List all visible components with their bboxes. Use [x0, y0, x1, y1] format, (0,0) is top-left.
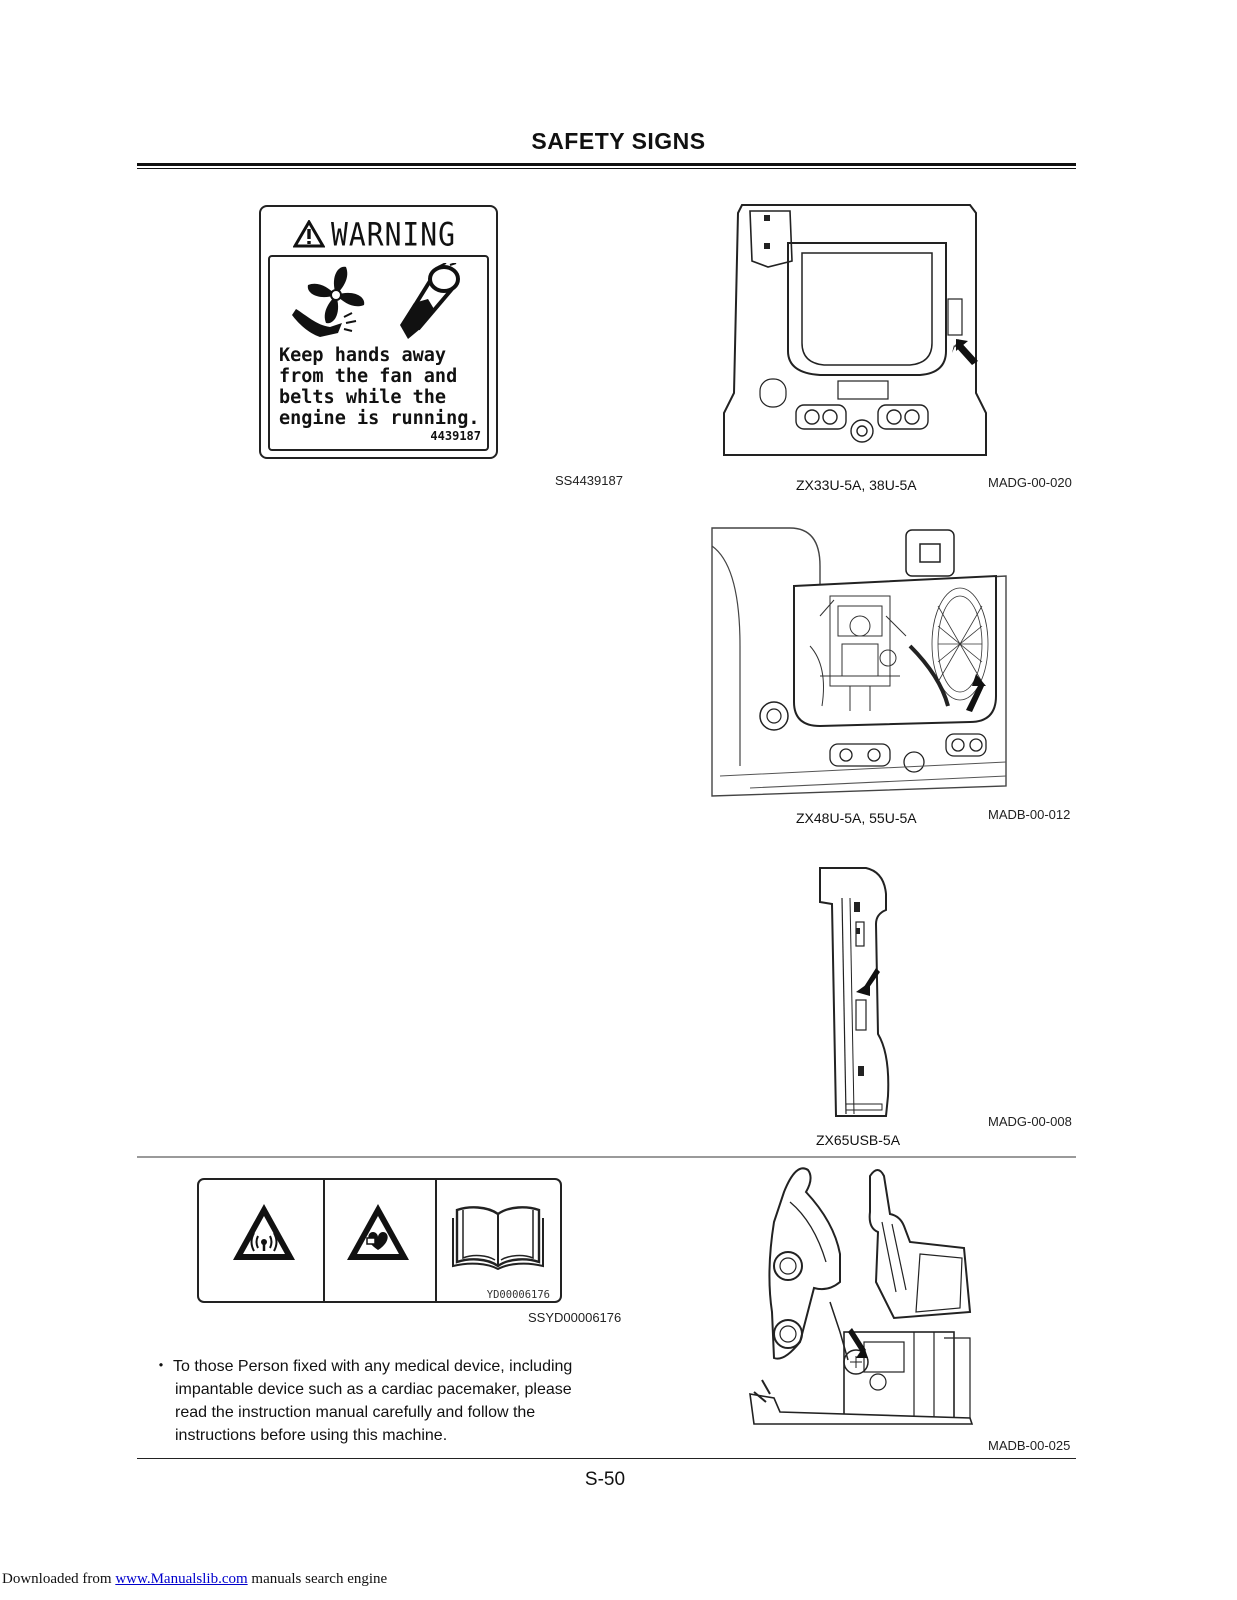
machine-illustration-zx48u — [711, 527, 1007, 797]
figure-2-model: ZX48U-5A, 55U-5A — [796, 810, 917, 826]
medical-device-note: ・ To those Person fixed with any medical… — [153, 1355, 633, 1447]
warning-text: Keep hands away from the fan and belts w… — [279, 345, 480, 429]
figure-1-model: ZX33U-5A, 38U-5A — [796, 477, 917, 493]
page-title: SAFETY SIGNS — [531, 128, 706, 154]
warning-label-caption: SS4439187 — [555, 473, 623, 488]
label-divider — [323, 1180, 325, 1301]
machine-illustration-zx33u — [723, 204, 987, 456]
footer-prefix: Downloaded from — [2, 1571, 112, 1587]
figure-3-model: ZX65USB-5A — [816, 1132, 901, 1148]
note-line: read the instruction manual carefully an… — [175, 1404, 536, 1421]
header-rule-thin — [137, 168, 1076, 169]
figure-2-code: MADB-00-012 — [988, 807, 1071, 822]
pacemaker-label: YD00006176 — [197, 1178, 562, 1303]
machine-illustration-console — [749, 1167, 974, 1425]
figure-3-code: MADG-00-008 — [988, 1114, 1072, 1129]
pacemaker-label-part-number: YD00006176 — [486, 1289, 550, 1301]
pacemaker-label-caption: SSYD00006176 — [528, 1310, 622, 1325]
manualslib-link[interactable]: www.Manualslib.com — [115, 1571, 248, 1587]
note-line: instructions before using this machine. — [175, 1427, 448, 1444]
footer-rule — [137, 1458, 1076, 1459]
warning-triangle-icon — [293, 220, 325, 248]
manual-book-icon — [452, 1206, 544, 1270]
label-divider — [435, 1180, 437, 1301]
warning-inner-panel: Keep hands away from the fan and belts w… — [268, 255, 489, 451]
download-footer: Downloaded from www.Manualslib.com manua… — [2, 1571, 387, 1588]
warning-part-number: 4439187 — [430, 429, 481, 443]
warning-label: WARNING Keep hands away from the fan and… — [259, 205, 498, 459]
note-line: impantable device such as a cardiac pace… — [175, 1381, 572, 1398]
radio-wave-warning-icon — [233, 1204, 295, 1260]
fan-hand-icon — [292, 266, 365, 337]
machine-illustration-zx65usb — [819, 867, 890, 1117]
figure-1-code: MADG-00-020 — [988, 475, 1072, 490]
note-line: To those Person fixed with any medical d… — [173, 1358, 573, 1375]
heart-pacemaker-warning-icon — [347, 1204, 409, 1260]
section-divider — [137, 1156, 1076, 1158]
footer-suffix: manuals search engine — [251, 1571, 388, 1587]
figure-4-code: MADB-00-025 — [988, 1438, 1071, 1453]
note-bullet: ・ — [153, 1358, 170, 1375]
page-number: S-50 — [584, 1469, 626, 1490]
header-rule — [137, 163, 1076, 166]
warning-heading: WARNING — [293, 215, 456, 253]
belt-hand-icon — [400, 263, 460, 339]
